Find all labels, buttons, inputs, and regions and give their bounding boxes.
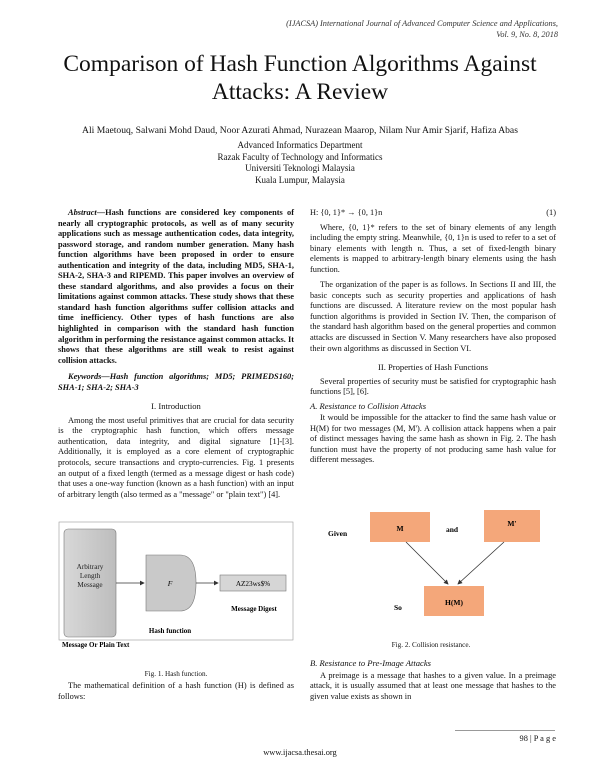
section-heading-introduction: I. Introduction (151, 401, 201, 412)
hash-output-label: H(M) (445, 598, 463, 607)
left-column: Abstract—Hash functions are considered k… (58, 208, 294, 500)
figure-2: Given M and M' So H(M) Fig. 2. Collision… (318, 510, 544, 649)
paragraph: A preimage is a message that hashes to a… (310, 670, 556, 701)
right-column: H: {0, 1}* → {0, 1}n (1) Where, {0, 1}* … (310, 208, 556, 466)
page-number-rule (455, 730, 555, 731)
figure-1-caption: Fig. 1. Hash function. (144, 670, 208, 678)
definition-paragraph: The mathematical definition of a hash fu… (58, 681, 294, 702)
paragraph: Several properties of security must be s… (310, 376, 556, 397)
affiliation-line: Advanced Informatics Department (237, 140, 363, 150)
abstract-label: Abstract— (68, 208, 106, 217)
message-m-label: M (396, 524, 403, 533)
subsection-heading-a: A. Resistance to Collision Attacks (310, 400, 427, 411)
paragraph: Where, {0, 1}* refers to the set of bina… (310, 222, 556, 274)
journal-url: www.ijacsa.thesai.org (263, 748, 337, 757)
equation-number: (1) (546, 208, 556, 217)
subsection-heading-b: B. Resistance to Pre-Image Attacks (310, 658, 431, 668)
hash-function-label: Hash function (149, 627, 191, 635)
message-m-prime-label: M' (507, 519, 516, 528)
collision-diagram: Given M and M' So H(M) (328, 510, 540, 616)
title-line-1: Comparison of Hash Function Algorithms A… (63, 51, 537, 77)
paragraph: It would be impossible for the attacker … (310, 413, 556, 465)
arrow-m-to-hash (405, 541, 449, 585)
message-digest-label: Message Digest (231, 605, 277, 613)
equation-1: H: {0, 1}* → {0, 1}n (1) (310, 208, 556, 219)
right-column-continued: B. Resistance to Pre-Image Attacks A pre… (310, 655, 556, 702)
hash-output-box (424, 586, 484, 616)
affiliation-line: Razak Faculty of Technology and Informat… (217, 151, 383, 162)
abstract-text: Hash functions are considered key compon… (58, 208, 294, 365)
paper-title: Comparison of Hash Function Algorithms A… (40, 50, 560, 106)
authors: Ali Maetouq, Salwani Mohd Daud, Noor Azu… (82, 125, 518, 136)
figure-border (58, 521, 294, 641)
figure-2-caption: Fig. 2. Collision resistance. (391, 641, 471, 649)
affiliation-line: Universiti Teknologi Malaysia (245, 163, 355, 174)
journal-volume: Vol. 9, No. 8, 2018 (496, 30, 558, 39)
message-m-box (370, 512, 430, 542)
keywords: Keywords—Hash function algorithms; MD5; … (58, 372, 294, 392)
title-line-2: Attacks: A Review (211, 79, 389, 105)
so-label: So (394, 603, 402, 612)
affiliation: Advanced Informatics Department Razak Fa… (100, 140, 500, 186)
message-or-plain-text-label: Message Or Plain Text (62, 641, 130, 649)
journal-name: (IJACSA) International Journal of Advanc… (286, 19, 558, 28)
message-m-prime-box (484, 510, 540, 542)
arrow-m-prime-to-hash (457, 541, 505, 585)
section-heading-properties: II. Properties of Hash Functions (377, 362, 489, 373)
page-number: 98 | P a g e (519, 734, 557, 743)
intro-paragraph: Among the most useful primitives that ar… (58, 415, 294, 499)
given-label: Given (328, 529, 348, 538)
digest-box (219, 574, 287, 592)
equation-expression: H: {0, 1}* → {0, 1}n (310, 208, 383, 217)
journal-header: (IJACSA) International Journal of Advanc… (198, 18, 558, 40)
definition-text: The mathematical definition of a hash fu… (58, 681, 294, 701)
affiliation-line: Kuala Lumpur, Malaysia (255, 174, 345, 185)
paragraph: The organization of the paper is as foll… (310, 280, 556, 353)
and-label: and (446, 525, 459, 534)
function-shape (145, 554, 197, 612)
function-label: F (167, 579, 173, 588)
abstract: Abstract—Hash functions are considered k… (58, 208, 294, 366)
digest-value: AZ23ws$% (236, 580, 270, 588)
